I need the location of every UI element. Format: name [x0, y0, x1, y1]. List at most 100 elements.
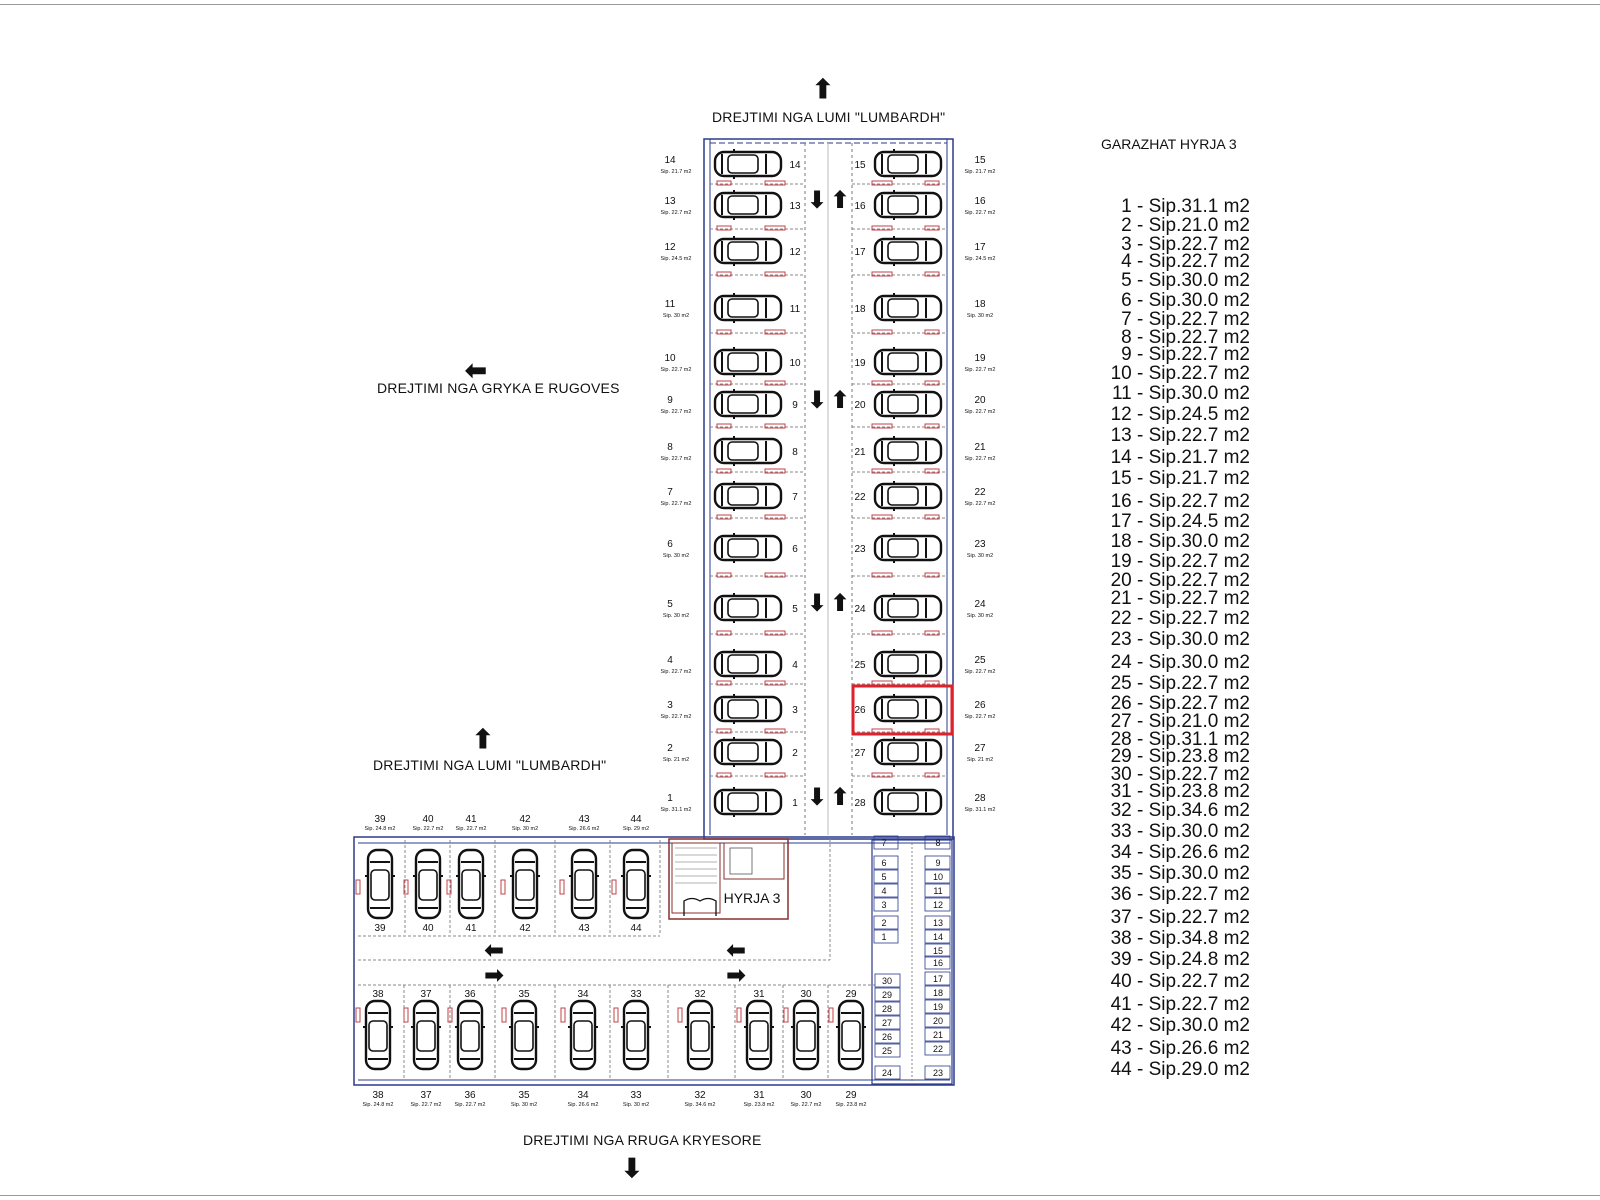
car-icon: [713, 533, 783, 563]
storage-number: 23: [933, 1068, 943, 1078]
direction-top-label: DREJTIMI NGA LUMI "LUMBARDH": [712, 109, 946, 125]
stall-number: 6: [667, 539, 673, 550]
stall-number: 4: [792, 660, 798, 671]
wheel-stop: [924, 630, 940, 636]
legend-item: 42 - Sip.30.0 m2: [1110, 1015, 1250, 1036]
car-icon: [873, 787, 943, 817]
arrow-up-icon: ⬆: [812, 74, 834, 104]
legend-item: 37 - Sip.22.7 m2: [1110, 907, 1250, 928]
stall-number: 5: [667, 599, 673, 610]
storage-unit: [924, 869, 951, 884]
car-icon: [873, 347, 943, 377]
legend-item: 21 - Sip.22.7 m2: [1110, 588, 1250, 609]
legend-item: 25 - Sip.22.7 m2: [1110, 673, 1250, 694]
wheel-stop: [403, 879, 409, 895]
wheel-stop: [783, 1007, 789, 1023]
stall-number: 40: [422, 923, 434, 934]
stall-number: 10: [789, 358, 801, 369]
storage-unit: [874, 973, 901, 988]
stall-number: 23: [854, 544, 866, 555]
storage-number: 2: [881, 918, 886, 928]
wheel-stop: [716, 630, 732, 636]
legend-item: 2 - Sip.21.0 m2: [1121, 215, 1250, 236]
stall-number: 5: [792, 604, 798, 615]
storage-number: 16: [933, 958, 943, 968]
stall-number: 30: [800, 1090, 812, 1101]
stall-number: 27: [974, 743, 986, 754]
wheel-stop: [924, 423, 940, 429]
arrow-left-icon: ⬅: [726, 936, 746, 964]
storage-unit: [924, 955, 951, 970]
stall-number: 42: [519, 814, 531, 825]
arrow-up-icon: ⬆: [472, 724, 494, 754]
storage-number: 26: [882, 1032, 892, 1042]
car-icon: [713, 389, 783, 419]
stall-number: 27: [854, 748, 866, 759]
storage-unit: [873, 883, 899, 898]
wheel-stop: [764, 271, 786, 277]
stall-number: 29: [845, 989, 857, 1000]
bottom-border-line: [0, 1195, 1600, 1196]
wheel-stop: [871, 572, 893, 578]
wheel-stop: [716, 728, 732, 734]
storage-number: 12: [933, 900, 943, 910]
storage-unit: [873, 855, 899, 870]
stall-area: Sip. 24.8 m2: [365, 826, 396, 832]
stall-number: 43: [578, 814, 590, 825]
stall-area: Sip. 31.1 m2: [965, 807, 996, 813]
stall-area: Sip. 24.8 m2: [363, 1102, 394, 1108]
wheel-stop: [924, 468, 940, 474]
stall-number: 36: [464, 1090, 476, 1101]
car-icon: [713, 737, 783, 767]
stall-number: 31: [753, 989, 765, 1000]
car-icon: [713, 236, 783, 266]
stall-number: 10: [664, 353, 676, 364]
direction-bottom-label: DREJTIMI NGA RRUGA KRYESORE: [523, 1132, 762, 1148]
storage-unit: [874, 1029, 901, 1044]
car-icon: [713, 436, 783, 466]
wheel-stop: [716, 572, 732, 578]
legend-item: 36 - Sip.22.7 m2: [1110, 884, 1250, 905]
car-icon: [873, 389, 943, 419]
wheel-stop: [764, 468, 786, 474]
legend-item: 32 - Sip.34.6 m2: [1110, 800, 1250, 821]
stall-area: Sip. 30 m2: [663, 613, 689, 619]
stall-number: 33: [630, 1090, 642, 1101]
arrow-up-icon: ⬆: [830, 386, 850, 414]
car-icon: [713, 347, 783, 377]
wheel-stop: [716, 225, 732, 231]
arrow-down-icon: ⬇: [807, 589, 827, 617]
stall-area: Sip. 30 m2: [967, 313, 993, 319]
legend-item: 14 - Sip.21.7 m2: [1110, 447, 1250, 468]
stall-number: 25: [974, 655, 986, 666]
wheel-stop: [871, 772, 893, 778]
storage-number: 24: [882, 1068, 892, 1078]
direction-left-top-label: DREJTIMI NGA GRYKA E RUGOVES: [377, 380, 620, 396]
wheel-stop: [355, 1007, 361, 1023]
car-icon: [569, 848, 599, 920]
storage-number: 5: [881, 872, 886, 882]
legend-item: 29 - Sip.23.8 m2: [1110, 746, 1250, 767]
stall-area: Sip. 26.6 m2: [568, 1102, 599, 1108]
stall-area: Sip. 31.1 m2: [661, 807, 692, 813]
legend-item: 43 - Sip.26.6 m2: [1110, 1038, 1250, 1059]
wheel-stop: [764, 572, 786, 578]
arrow-up-icon: ⬆: [830, 589, 850, 617]
wheel-stop: [500, 879, 506, 895]
car-icon: [713, 694, 783, 724]
legend-item: 23 - Sip.30.0 m2: [1110, 629, 1250, 650]
stall-number: 12: [789, 247, 801, 258]
car-icon: [365, 848, 395, 920]
storage-number: 6: [881, 858, 886, 868]
stall-number: 24: [854, 604, 866, 615]
stall-number: 44: [630, 923, 642, 934]
wheel-stop: [924, 180, 940, 186]
car-icon: [873, 293, 943, 323]
car-icon: [456, 848, 486, 920]
stall-number: 37: [420, 989, 432, 1000]
legend-item: 20 - Sip.22.7 m2: [1110, 570, 1250, 591]
wheel-stop: [611, 879, 617, 895]
building-outline: [703, 138, 954, 840]
storage-unit: [873, 835, 899, 850]
legend-item: 26 - Sip.22.7 m2: [1110, 693, 1250, 714]
